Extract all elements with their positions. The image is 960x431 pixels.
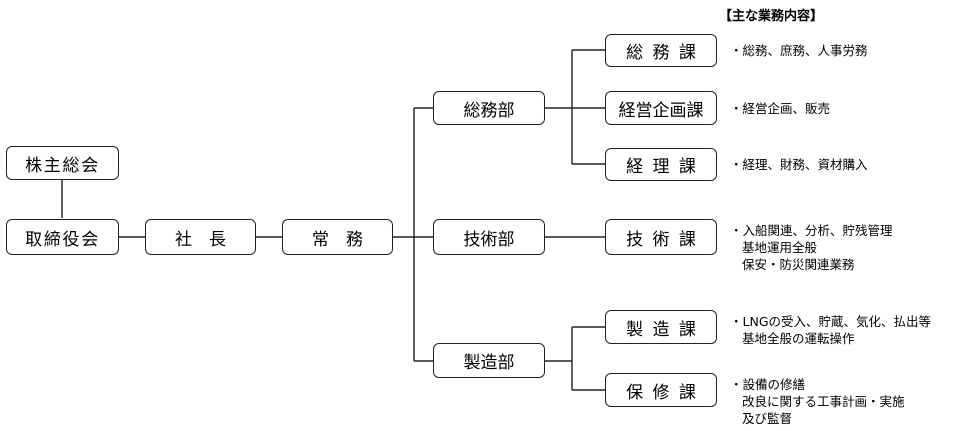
duties-heading: 【主な業務内容】 (719, 9, 824, 24)
technical-duties: ・入船関連、分析、貯残管理 基地運用全般 保安・防災関連業務 (730, 222, 893, 273)
accounting-section-box: 経理課 (605, 148, 717, 181)
accounting-duties: ・経理、財務、資材購入 (730, 156, 868, 173)
duty-line: 改良に関する工事計画・実施 (742, 394, 905, 409)
duty-line: 基地全般の運転操作 (742, 331, 855, 346)
manufacturing-duties: ・LNGの受入、貯蔵、気化、払出等 基地全般の運転操作 (730, 313, 931, 347)
duty-line: ・経営企画、販売 (730, 101, 831, 116)
shareholders-box: 株主総会 (6, 146, 119, 180)
duty-line: 基地運用全般 (742, 240, 818, 255)
board-box: 取締役会 (6, 219, 119, 255)
planning-section-box: 経営企画課 (605, 91, 717, 125)
duty-line: ・設備の修繕 (730, 377, 806, 392)
maintenance-duties: ・設備の修繕 改良に関する工事計画・実施 及び監督 (730, 376, 905, 427)
duty-line: ・総務、庶務、人事労務 (730, 43, 868, 58)
general-affairs-duties: ・総務、庶務、人事労務 (730, 42, 868, 59)
president-box: 社 長 (145, 219, 256, 255)
duty-line: ・入船関連、分析、貯残管理 (730, 223, 893, 238)
managing-director-box: 常 務 (282, 219, 393, 255)
planning-duties: ・経営企画、販売 (730, 100, 830, 117)
manufacturing-dept-box: 製造部 (433, 343, 545, 378)
general-affairs-dept-box: 総務部 (433, 91, 545, 125)
duty-line: ・LNGの受入、貯蔵、気化、払出等 (730, 314, 932, 329)
duty-line: 及び監督 (742, 411, 793, 426)
technical-dept-box: 技術部 (433, 219, 545, 255)
maintenance-section-box: 保修課 (605, 373, 717, 407)
technical-section-box: 技術課 (605, 219, 717, 255)
manufacturing-section-box: 製造課 (605, 310, 717, 344)
duty-line: ・経理、財務、資材購入 (730, 157, 868, 172)
duty-line: 保安・防災関連業務 (742, 257, 855, 272)
general-affairs-section-box: 総務課 (605, 34, 717, 67)
